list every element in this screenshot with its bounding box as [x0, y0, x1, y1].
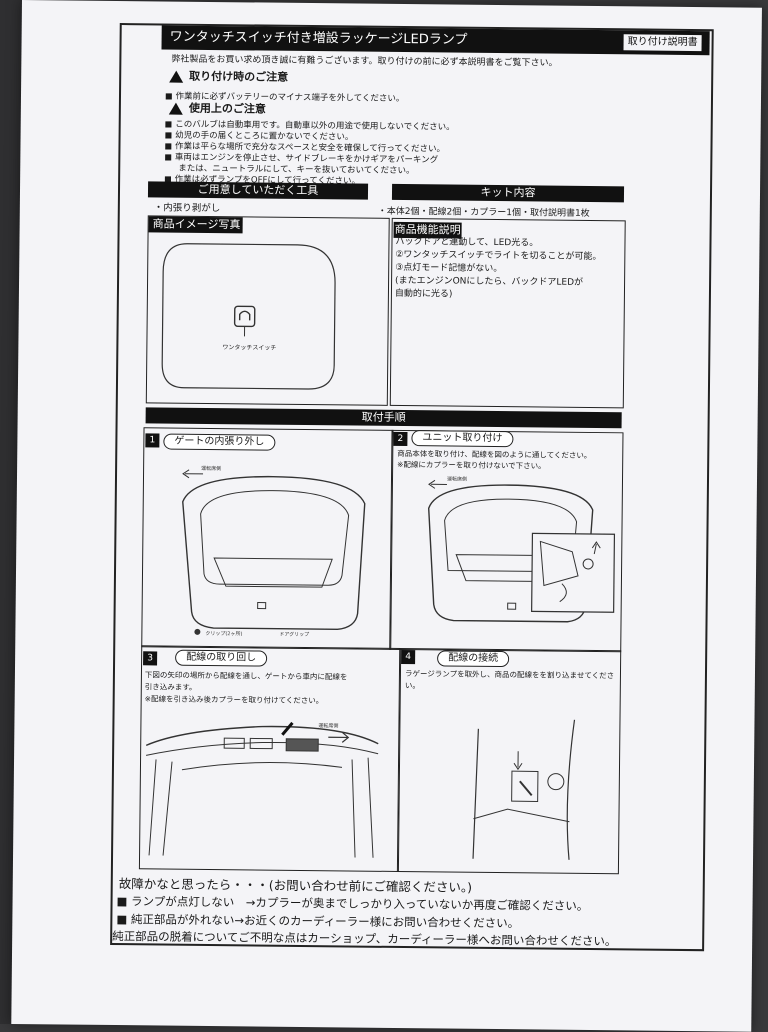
switch-label: ワンタッチスイッチ — [222, 342, 276, 352]
step-1-label-clips: クリップ(2ヶ所) — [205, 630, 242, 637]
tools-heading: ご用意していただく工具 — [148, 181, 368, 199]
step-1-number: 1 — [145, 433, 159, 447]
step-1-title: ゲートの内張り外し — [163, 434, 275, 451]
step-2-illustration: 運転席側 — [421, 474, 619, 646]
step-4-number: 4 — [401, 650, 415, 664]
warning-icon — [169, 103, 183, 115]
sheet-frame: ワンタッチスイッチ付き増設ラッケージLEDランプ 取り付け説明書 弊社製品をお買… — [110, 23, 714, 951]
features-text: バックドアと連動して、LED光る。 ②ワンタッチスイッチでライトを切ることが可能… — [395, 236, 602, 303]
step-3-illustration: 運転席側 — [141, 715, 393, 868]
step-1-label-door-grip: ドアグリップ — [279, 631, 309, 638]
install-caution-heading: 取り付け時のご注意 — [169, 68, 288, 85]
document-type-label: 取り付け説明書 — [624, 34, 702, 51]
tools-value: ・内張り剥がし — [154, 199, 221, 214]
step-2-number: 2 — [393, 432, 407, 446]
kit-value: ・本体2個・配線2個・カプラー1個・取付説明書1枚 — [378, 204, 590, 219]
step-1-label-driver-side: 運転席側 — [201, 465, 221, 472]
troubleshooting-heading: 故障かなと思ったら・・・(お問い合わせ前にご確認ください。) — [119, 873, 472, 896]
led-lamp-illustration — [156, 235, 348, 397]
step-2-title: ユニット取り付け — [411, 430, 513, 447]
kit-heading: キット内容 — [392, 184, 624, 202]
step-3-number: 3 — [143, 651, 157, 665]
step-2-label-driver-side: 運転席側 — [447, 475, 467, 482]
step-3-label-driver-side: 運転席側 — [318, 722, 338, 729]
warning-icon — [169, 71, 183, 83]
intro-text: 弊社製品をお買い求め頂き誠に有難うございます。取り付けの前に必ず本説明書をご覧下… — [171, 52, 557, 69]
page-title: ワンタッチスイッチ付き増設ラッケージLEDランプ — [170, 30, 468, 48]
step-1-illustration: 運転席側 クリップ(2ヶ所) ドアグリップ — [171, 462, 383, 644]
product-image-heading: 商品イメージ写真 — [149, 216, 243, 233]
step-3-text: 下図の矢印の場所から配線を通し、ゲートから車内に配線を 引き込みます。 ※配線を… — [145, 669, 348, 707]
step-4-title: 配線の接続 — [437, 650, 509, 667]
step-4-illustration — [403, 708, 615, 868]
instruction-sheet: ワンタッチスイッチ付き増設ラッケージLEDランプ 取り付け説明書 弊社製品をお買… — [11, 0, 762, 1032]
support-note: 純正部品の脱着についてご不明な点はカーショップ、カーディーラー様へお問い合わせく… — [112, 928, 616, 949]
step-3-title: 配線の取り回し — [175, 650, 267, 667]
step-2-text: 商品本体を取り付け、配線を図のように通してください。 ※配線にカプラーを取り付け… — [397, 448, 591, 472]
usage-caution-heading: 使用上のご注意 — [169, 100, 266, 117]
step-4-text: ラゲージランプを取外し、商品の配線をを割り込ませてください。 — [405, 668, 617, 694]
title-bar: ワンタッチスイッチ付き増設ラッケージLEDランプ 取り付け説明書 — [161, 25, 709, 55]
procedure-heading: 取付手順 — [146, 407, 622, 428]
